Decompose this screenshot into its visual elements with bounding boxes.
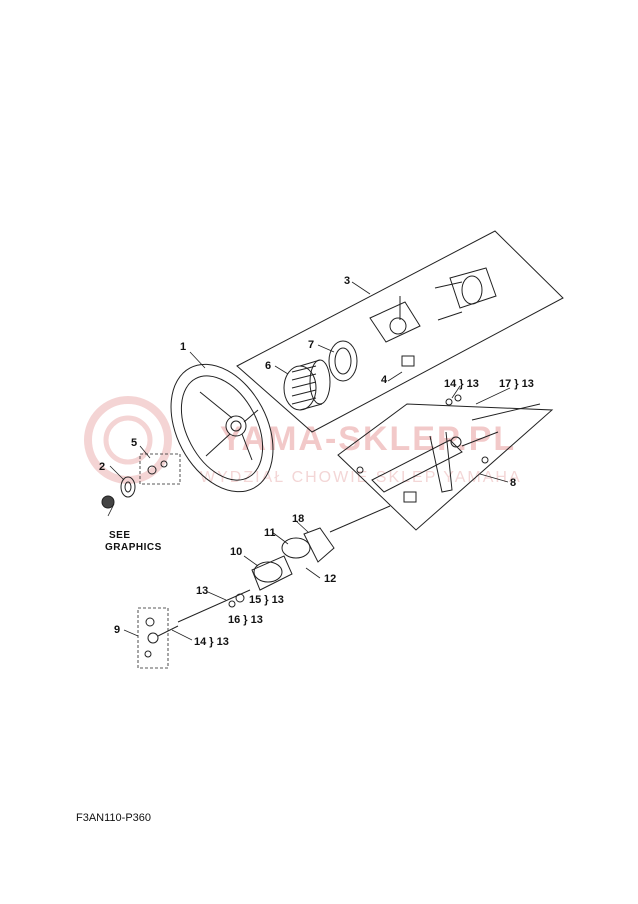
emblem bbox=[101, 495, 115, 509]
callout-5: 5 bbox=[131, 437, 137, 449]
callout-14-13-bottom: 14 } 13 bbox=[194, 636, 229, 648]
hub-nut-2 bbox=[120, 476, 136, 498]
washer-5-group bbox=[139, 453, 181, 485]
ring-7 bbox=[328, 340, 358, 382]
washers bbox=[356, 394, 489, 474]
callout-1: 1 bbox=[180, 341, 186, 353]
frame-assembly-8 bbox=[337, 403, 554, 531]
note-see: SEE bbox=[109, 530, 131, 541]
callout-15-13: 15 } 13 bbox=[249, 594, 284, 606]
callout-7: 7 bbox=[308, 339, 314, 351]
watermark: YAMA-SKLEP.PL WYDZIAŁ CHOWIE SKLEP YAMAH… bbox=[84, 396, 520, 486]
callout-17-13: 17 } 13 bbox=[499, 378, 534, 390]
leader-lines bbox=[109, 281, 511, 641]
callout-16-13: 16 } 13 bbox=[228, 614, 263, 626]
frame-assembly-3 bbox=[236, 230, 564, 433]
boot-assembly-6 bbox=[283, 359, 331, 411]
diagram-code: F3AN110-P360 bbox=[76, 812, 151, 824]
callout-4: 4 bbox=[381, 374, 388, 386]
watermark-text: YAMA-SKLEP.PL bbox=[220, 420, 516, 458]
steering-wheel bbox=[170, 363, 274, 493]
callout-8: 8 bbox=[510, 477, 516, 489]
callout-10: 10 bbox=[230, 546, 242, 558]
callout-18: 18 bbox=[292, 513, 304, 525]
callout-2: 2 bbox=[99, 461, 105, 473]
callout-3: 3 bbox=[344, 275, 350, 287]
callout-13: 13 bbox=[196, 585, 208, 597]
callout-12: 12 bbox=[324, 573, 336, 585]
lower-column bbox=[177, 505, 391, 623]
column-mechanism bbox=[369, 267, 497, 367]
callout-9: 9 bbox=[114, 624, 120, 636]
note-graphics: GRAPHICS bbox=[105, 542, 162, 553]
callout-6: 6 bbox=[265, 360, 271, 372]
callout-14-13-top: 14 } 13 bbox=[444, 378, 479, 390]
tie-rod-9-group bbox=[137, 607, 179, 669]
callout-11: 11 bbox=[264, 527, 276, 539]
bracket-8 bbox=[371, 403, 541, 503]
see-arrow bbox=[107, 503, 115, 517]
